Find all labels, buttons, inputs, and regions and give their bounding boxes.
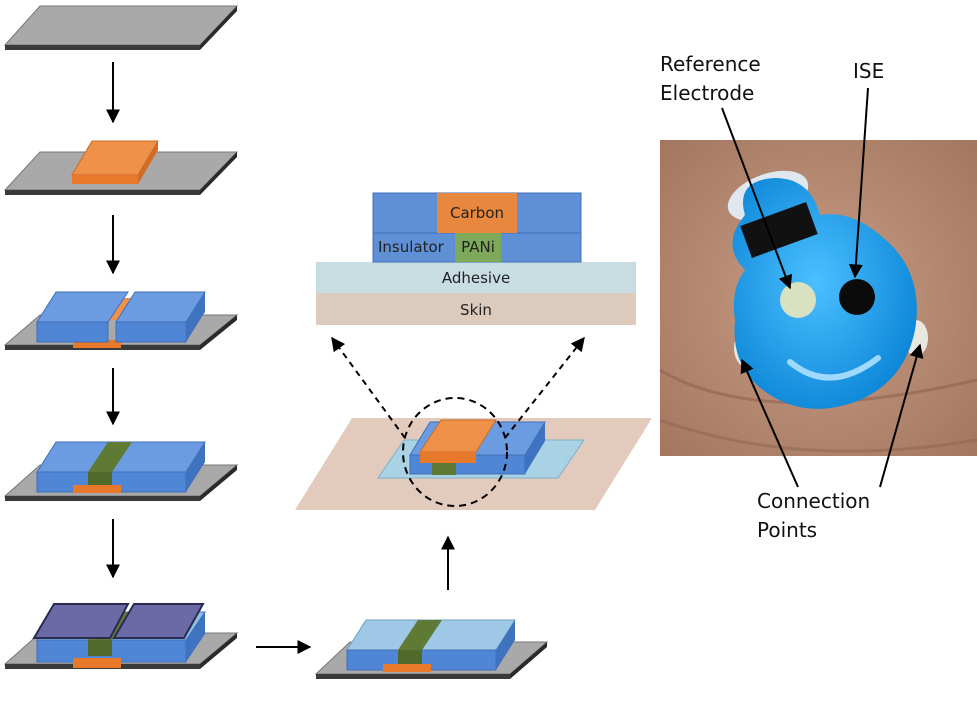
connection-pointer-left (740, 358, 799, 488)
skin-label: Skin (460, 301, 492, 319)
ise-label: ISE (853, 59, 884, 83)
step-2-carbon (3, 140, 239, 195)
sensor-on-skin (295, 397, 652, 510)
reference-pointer (721, 107, 793, 290)
zoom-circle (402, 397, 508, 507)
zoom-arrow-left (331, 336, 406, 439)
connection-label-line1: Connection (757, 489, 870, 513)
reference-electrode-pad (740, 202, 818, 258)
ise-spot (839, 279, 875, 315)
insulator-label: Insulator (378, 238, 445, 256)
cross-section: Carbon Insulator PANi Adhesive Skin (316, 192, 636, 325)
reference-label-line2: Electrode (660, 81, 754, 105)
step-1-substrate (3, 5, 239, 50)
pani-label: PANi (461, 238, 495, 256)
connection-label-line2: Points (757, 518, 817, 542)
step-5-cover (3, 603, 239, 669)
adhesive-label: Adhesive (442, 269, 510, 287)
reference-electrode-spot (780, 282, 816, 318)
sensor-photo (659, 140, 977, 456)
carbon-label: Carbon (450, 204, 504, 222)
step-4-pani (3, 441, 239, 501)
step-3-insulator (3, 291, 239, 350)
step-6-final-stack (314, 619, 549, 679)
ise-pointer (848, 87, 869, 279)
connection-pointer-right (879, 343, 924, 488)
reference-label-line1: Reference (660, 52, 761, 76)
